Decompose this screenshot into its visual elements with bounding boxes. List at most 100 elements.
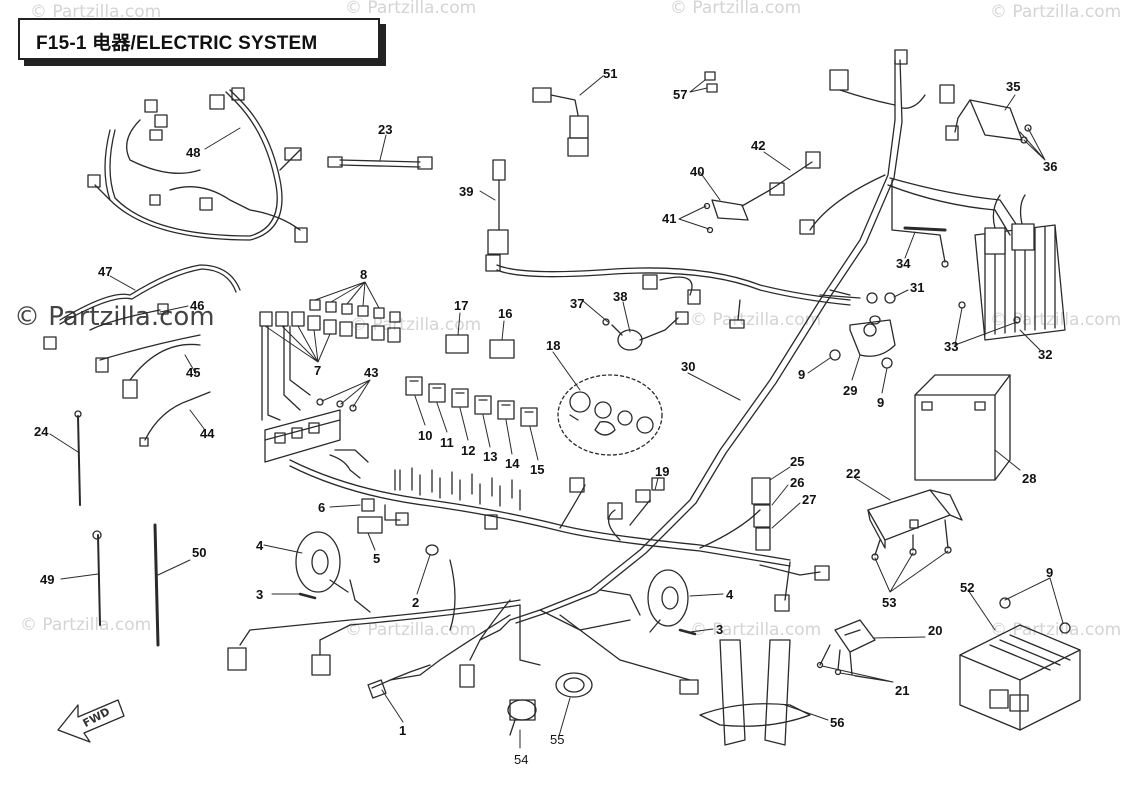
callout-51: 51: [603, 66, 617, 81]
callout-9: 9: [798, 367, 805, 382]
callout-9: 9: [877, 395, 884, 410]
callout-21: 21: [895, 683, 909, 698]
part-41-screw: [706, 226, 714, 234]
callout-44: 44: [200, 426, 215, 441]
part-39-sensor: [487, 159, 509, 255]
part-49-rod: [97, 534, 101, 626]
callout-24: 24: [34, 424, 49, 439]
callout-53: 53: [882, 595, 896, 610]
watermark: © Partzilla.com: [990, 2, 1122, 22]
callout-35: 35: [1006, 79, 1020, 94]
watermark: © Partzilla.com: [345, 0, 477, 18]
part-32-regulator: [974, 194, 1066, 341]
callout-56: 56: [830, 715, 844, 730]
part-38-sensor: [611, 311, 689, 351]
part-3-bolt: [678, 628, 697, 636]
part-28-battery: [914, 374, 1011, 481]
part-34-lead: [903, 226, 947, 232]
callout-25: 25: [790, 454, 804, 469]
callout-3: 3: [716, 622, 723, 637]
part-3-bolt: [298, 592, 317, 600]
switch-set-10-to-15: [405, 376, 538, 427]
watermark: © Partzilla.com: [30, 2, 162, 22]
callout-9: 9: [1046, 565, 1053, 580]
watermark: © Partzilla.com: [350, 315, 482, 335]
callout-28: 28: [1022, 471, 1036, 486]
part-5-unit: [357, 516, 383, 534]
callout-48: 48: [186, 145, 200, 160]
callout-5: 5: [373, 551, 380, 566]
callout-11: 11: [440, 435, 454, 450]
part-24-head: [74, 410, 82, 418]
watermark: © Partzilla.com: [990, 620, 1122, 640]
callout-43: 43: [364, 365, 378, 380]
callout-38: 38: [613, 289, 627, 304]
part-55-clamp: [555, 672, 593, 698]
callout-45: 45: [186, 365, 200, 380]
watermark: © Partzilla.com: [690, 310, 822, 330]
part-33-screw: [958, 301, 966, 309]
callout-52: 52: [960, 580, 974, 595]
callout-54: 54: [514, 752, 528, 767]
title-box: F15-1 电器/ELECTRIC SYSTEM: [18, 18, 380, 60]
callout-29: 29: [843, 383, 857, 398]
callout-16: 16: [498, 306, 512, 321]
callout-30: 30: [681, 359, 695, 374]
callout-33: 33: [944, 339, 958, 354]
callout-8: 8: [360, 267, 367, 282]
parts-44-to-47-leads: [43, 264, 241, 447]
callout-27: 27: [802, 492, 816, 507]
callout-19: 19: [655, 464, 669, 479]
front-direction-arrow: [57, 699, 125, 743]
callout-46: 46: [190, 298, 204, 313]
part-50-rod: [153, 523, 160, 647]
part-4-horn-right: [647, 569, 689, 633]
parts-25-27-connectors: [751, 477, 771, 551]
part-1-sensor: [367, 664, 431, 699]
part-40-module: [711, 151, 821, 221]
part-57-clip: [706, 83, 718, 93]
callout-17: 17: [454, 298, 468, 313]
main-wiring-harness: [227, 49, 1021, 695]
part-57-clip: [704, 71, 716, 81]
callout-20: 20: [928, 623, 942, 638]
callout-15: 15: [530, 462, 544, 477]
callout-37: 37: [570, 296, 584, 311]
callout-leaders: [49, 75, 1064, 749]
callout-13: 13: [483, 449, 497, 464]
watermark: © Partzilla.com: [670, 0, 802, 18]
callout-57: 57: [673, 87, 687, 102]
part-23-lead: [327, 156, 433, 170]
part-22-ecu: [867, 489, 963, 561]
part-16-switch: [489, 339, 515, 359]
callout-numbers: 1 2 3 3 4 4 5 6 7 8 9 9 9 9 10 11 12 13 …: [34, 66, 1057, 767]
part-33-screw: [1013, 316, 1021, 324]
callout-18: 18: [546, 338, 560, 353]
part-48-sub-harness: [87, 87, 308, 243]
watermark: © Partzilla.com: [345, 620, 477, 640]
part-51-sensor: [532, 87, 589, 157]
part-35-module: [945, 99, 1032, 144]
part-41-screw: [703, 202, 711, 210]
part-56-strap: [699, 639, 811, 746]
callout-7: 7: [314, 363, 321, 378]
callout-3: 3: [256, 587, 263, 602]
callout-34: 34: [896, 256, 911, 271]
part-21-screw: [816, 661, 824, 669]
watermark: © Partzilla.com: [20, 615, 152, 635]
callout-47: 47: [98, 264, 112, 279]
part-18-kit: [557, 374, 663, 456]
callout-1: 1: [399, 723, 406, 738]
callout-55: 55: [550, 732, 564, 747]
callout-49: 49: [40, 572, 54, 587]
callout-41: 41: [662, 211, 676, 226]
callout-6: 6: [318, 500, 325, 515]
callout-36: 36: [1043, 159, 1057, 174]
callout-26: 26: [790, 475, 804, 490]
callout-12: 12: [461, 443, 475, 458]
callout-4: 4: [256, 538, 264, 553]
watermark: © Partzilla.com: [690, 620, 822, 640]
callout-10: 10: [418, 428, 432, 443]
part-29-starter-relay: [819, 289, 896, 369]
